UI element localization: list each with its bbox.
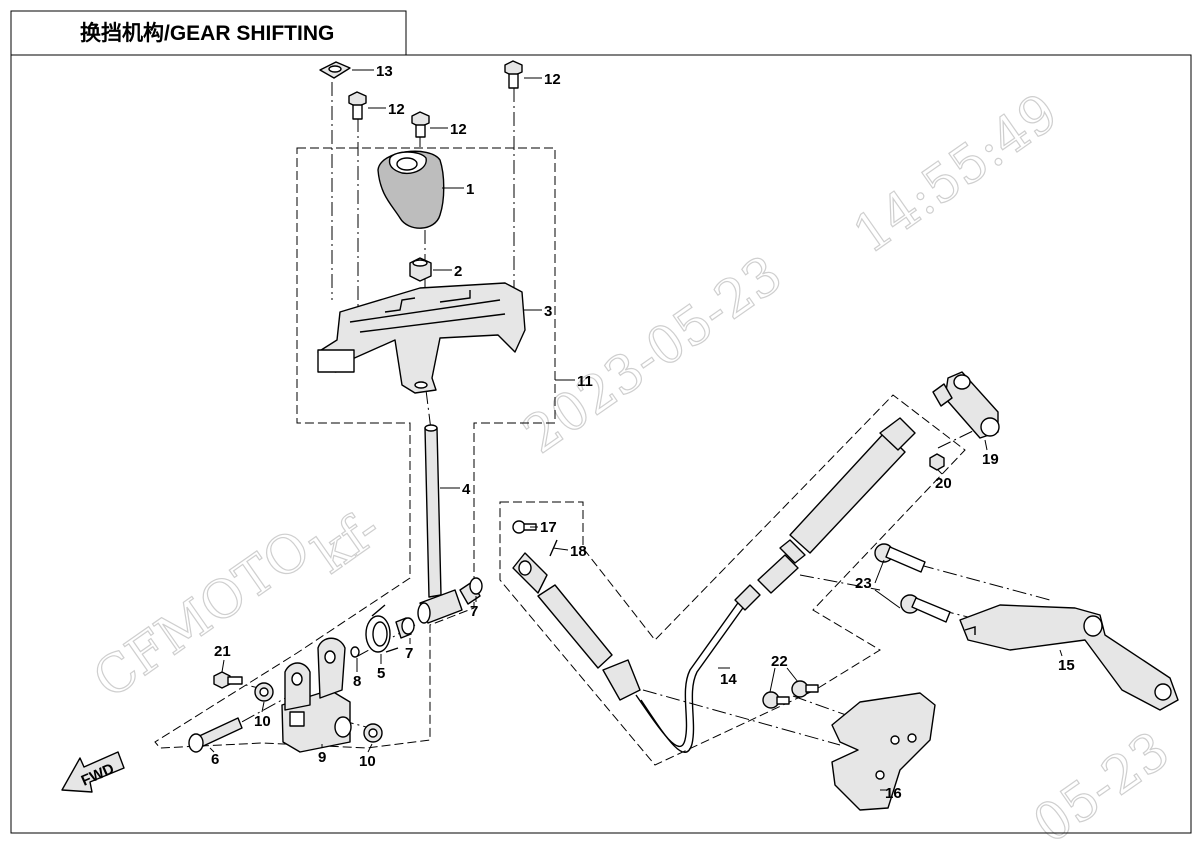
pivot-pin-6 — [188, 717, 243, 753]
callout-11: 11 — [577, 373, 593, 390]
callout-7-b: 7 — [405, 645, 413, 662]
page-title: 换挡机构/GEAR SHIFTING — [80, 21, 334, 45]
bolt-23-b — [900, 594, 951, 623]
callout-21: 21 — [214, 643, 231, 660]
callout-15: 15 — [1058, 657, 1075, 674]
callout-18: 18 — [570, 543, 587, 560]
drawing-frame — [10, 54, 1192, 834]
bolt-12-top-right — [504, 60, 523, 89]
callout-4: 4 — [462, 481, 471, 498]
nut-2 — [409, 257, 432, 282]
washer-8 — [350, 646, 360, 658]
shift-knob-1 — [377, 150, 445, 229]
callout-10-a: 10 — [254, 713, 271, 730]
callout-16: 16 — [885, 785, 902, 802]
fwd-direction-arrow: FWD — [61, 751, 125, 793]
shift-bracket-9 — [281, 637, 352, 753]
callout-23: 23 — [855, 575, 872, 592]
shift-cable-14 — [537, 417, 916, 753]
callout-19: 19 — [982, 451, 999, 468]
callout-9: 9 — [318, 749, 326, 766]
callout-8: 8 — [353, 673, 361, 690]
bolt-12-mid — [411, 111, 430, 138]
bushing-7-b — [395, 617, 415, 639]
callout-12-left: 12 — [388, 101, 405, 118]
bolt-12-left — [348, 91, 367, 120]
callout-5: 5 — [377, 665, 385, 682]
callout-7-a: 7 — [470, 603, 478, 620]
shift-arm-19 — [932, 371, 1000, 439]
shift-pedal-15 — [959, 604, 1179, 711]
watermark: CFMOTO kf- 2023-05-23 14:55:49 05-23 — [82, 82, 1180, 847]
bushing-10-a — [254, 682, 274, 702]
callout-17: 17 — [540, 519, 557, 536]
callout-12-top-right: 12 — [544, 71, 561, 88]
assembly-boundary-14 — [499, 394, 966, 766]
torsion-spring-5 — [365, 604, 399, 653]
callout-10-b: 10 — [359, 753, 376, 770]
bolt-20 — [929, 453, 945, 471]
callout-3: 3 — [544, 303, 552, 320]
bushing-7-a — [459, 577, 483, 605]
callout-2: 2 — [454, 263, 462, 280]
bolt-22-a — [791, 680, 819, 698]
fwd-label: FWD — [79, 760, 117, 789]
bolt-23-a — [874, 543, 926, 573]
clevis-end — [512, 552, 548, 594]
bushing-10-b — [363, 723, 383, 743]
leader-lines — [209, 69, 1063, 791]
bolt-22-b — [762, 691, 790, 709]
watermark-code: kf- — [303, 498, 392, 585]
callout-12-mid: 12 — [450, 121, 467, 138]
watermark-corner: 05-23 — [1023, 721, 1180, 847]
watermark-time: 14:55:49 — [843, 83, 1069, 266]
watermark-date: 2023-05-23 — [513, 245, 793, 466]
shift-rod-4 — [417, 424, 463, 624]
callout-14: 14 — [720, 671, 737, 688]
callout-13: 13 — [376, 63, 393, 80]
shifter-housing-3 — [317, 282, 526, 394]
callout-20: 20 — [935, 475, 952, 492]
nut-plate-13 — [319, 61, 351, 79]
assembly-boundary-11 — [154, 147, 556, 749]
mounting-bracket-16 — [831, 692, 936, 811]
bolt-21 — [213, 671, 243, 689]
callouts: 13 12 12 12 1 2 3 11 4 7 7 5 8 21 10 10 … — [211, 63, 1075, 802]
callout-22: 22 — [771, 653, 788, 670]
callout-1: 1 — [466, 181, 474, 198]
title-box — [10, 10, 407, 56]
callout-6: 6 — [211, 751, 219, 768]
